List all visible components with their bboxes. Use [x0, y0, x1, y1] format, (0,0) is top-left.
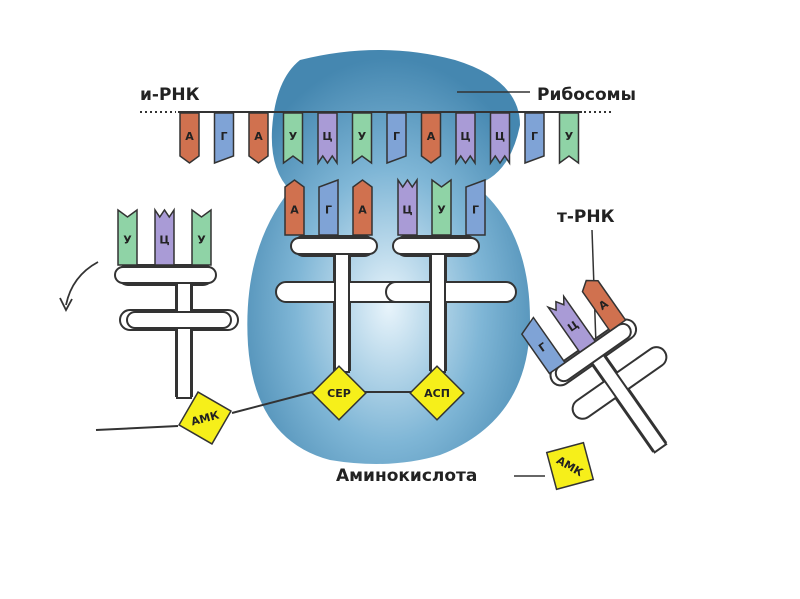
mrna-nucleotide: Ц — [455, 112, 476, 166]
amino-acid-center-right: АСП — [409, 365, 465, 421]
amino-acid-right: АМК — [545, 441, 595, 491]
mrna-nucleotide-shape — [558, 112, 580, 165]
anticodon-nucleotide-shape — [397, 177, 418, 236]
anticodon-nucleotide-shape — [546, 293, 597, 354]
anticodon-nucleotide: Г — [318, 178, 339, 236]
trna-left — [114, 264, 239, 399]
mrna-nucleotide-shape — [179, 112, 200, 164]
mrna-nucleotide-shape — [386, 112, 407, 165]
mrna-nucleotide-letter: Ц — [495, 130, 505, 143]
amino-acid-left: АМК — [178, 391, 232, 445]
mrna-nucleotide-letter: Г — [531, 130, 538, 143]
amino-acid-left-shape — [178, 391, 232, 445]
mrna-nucleotide-shape — [420, 112, 442, 164]
anticodon-nucleotide-letter: Г — [325, 204, 332, 217]
amino-acid-center-right-label: АСП — [424, 387, 450, 400]
anticodon-nucleotide: Ц — [154, 207, 175, 266]
anticodon-nucleotide: Г — [465, 178, 486, 236]
anticodon-nucleotide-shape — [520, 316, 566, 375]
anticodon-nucleotide: А — [352, 179, 373, 236]
mrna-nucleotide-letter: У — [289, 130, 298, 143]
mrna-nucleotide-letter: А — [427, 130, 436, 143]
peptide-bond-left — [231, 389, 321, 414]
anticodon-nucleotide-shape — [352, 179, 373, 236]
anticodon-nucleotide-shape — [465, 178, 486, 236]
mrna-nucleotide-shape — [455, 112, 476, 166]
trna-label: т-РНК — [557, 207, 615, 227]
anticodon-nucleotide-letter: У — [197, 234, 206, 247]
amino-acid-center-left-label: СЕР — [327, 387, 351, 400]
trna-right — [549, 318, 668, 454]
mrna-nucleotide: Ц — [489, 112, 511, 166]
trna-center-right — [385, 235, 517, 373]
anticodon-nucleotide: У — [117, 208, 138, 266]
release-arrowhead-icon — [59, 297, 73, 312]
anticodon-nucleotide: А — [284, 179, 305, 236]
amino-acid-label: Аминокислота — [336, 466, 477, 486]
anticodon-nucleotide: Г — [520, 316, 566, 375]
anticodon-nucleotide-letter: Ц — [159, 234, 169, 247]
mrna-nucleotide-letter: Ц — [322, 130, 332, 143]
mrna-nucleotide-shape — [317, 112, 338, 166]
anticodon-nucleotide-shape — [191, 208, 212, 266]
anticodon-nucleotide-shape — [284, 179, 305, 236]
anticodon-nucleotide: У — [191, 208, 212, 266]
mrna-nucleotide: Ц — [317, 112, 338, 166]
mrna-nucleotide: А — [179, 112, 200, 164]
anticodon-nucleotide-letter: А — [290, 204, 299, 217]
amino-acid-center-left: СЕР — [311, 365, 367, 421]
amino-acids: АМК СЕР АСП АМК — [178, 365, 595, 491]
mrna-nucleotide-shape — [351, 112, 373, 165]
mrna-nucleotide-shape — [282, 112, 304, 165]
amino-acid-right-shape — [545, 441, 595, 491]
anticodon-nucleotide-shape — [318, 178, 339, 236]
mrna-label: и-РНК — [140, 85, 200, 105]
mrna-nucleotide: У — [558, 112, 580, 165]
amino-acid-center-left-shape — [311, 365, 367, 421]
anticodon-nucleotide-shape — [581, 279, 627, 333]
amino-acid-center-right-shape — [409, 365, 465, 421]
peptide-chain-tail — [95, 425, 179, 431]
mrna-nucleotide: А — [248, 112, 269, 164]
mrna-nucleotide-letter: У — [565, 130, 574, 143]
mrna-nucleotide-letter: А — [185, 130, 194, 143]
mrna-nucleotide-letter: Г — [220, 130, 227, 143]
trna-center-left — [275, 235, 407, 373]
anticodon-nucleotide-shape — [431, 178, 452, 236]
mrna-nucleotide-letter: Ц — [460, 130, 470, 143]
mrna-nucleotide: У — [282, 112, 304, 165]
anticodon-nucleotide: Ц — [397, 177, 418, 236]
anticodon-nucleotide-letter: У — [437, 204, 446, 217]
anticodon-nucleotide-shape — [117, 208, 138, 266]
mrna-nucleotide-letter: У — [358, 130, 367, 143]
mrna-nucleotide: У — [351, 112, 373, 165]
mrna-nucleotide-letter: А — [254, 130, 263, 143]
release-arrow — [65, 261, 99, 306]
mrna-nucleotide-shape — [489, 112, 511, 166]
anticodon-nucleotide-letter: Г — [472, 204, 479, 217]
mrna-nucleotide: Г — [524, 112, 545, 165]
anticodon-nucleotide-letter: А — [358, 204, 367, 217]
anticodon-nucleotide-letter: У — [123, 234, 132, 247]
ribosome-label: Рибосомы — [537, 85, 636, 105]
mrna-nucleotide-shape — [213, 112, 235, 165]
anticodon-nucleotide: У — [431, 178, 452, 236]
anticodon-nucleotide-letter: Ц — [402, 204, 412, 217]
mrna-nucleotide-shape — [524, 112, 545, 165]
anticodon-nucleotide-shape — [154, 207, 175, 266]
mrna-nucleotide-letter: Г — [393, 130, 400, 143]
anticodon-nucleotide: Ц — [546, 293, 597, 354]
mrna-nucleotide-shape — [248, 112, 269, 164]
mrna-nucleotide: А — [420, 112, 442, 164]
mrna-nucleotide: Г — [386, 112, 407, 165]
mrna-nucleotide: Г — [213, 112, 235, 165]
anticodon-nucleotide: А — [581, 279, 627, 333]
